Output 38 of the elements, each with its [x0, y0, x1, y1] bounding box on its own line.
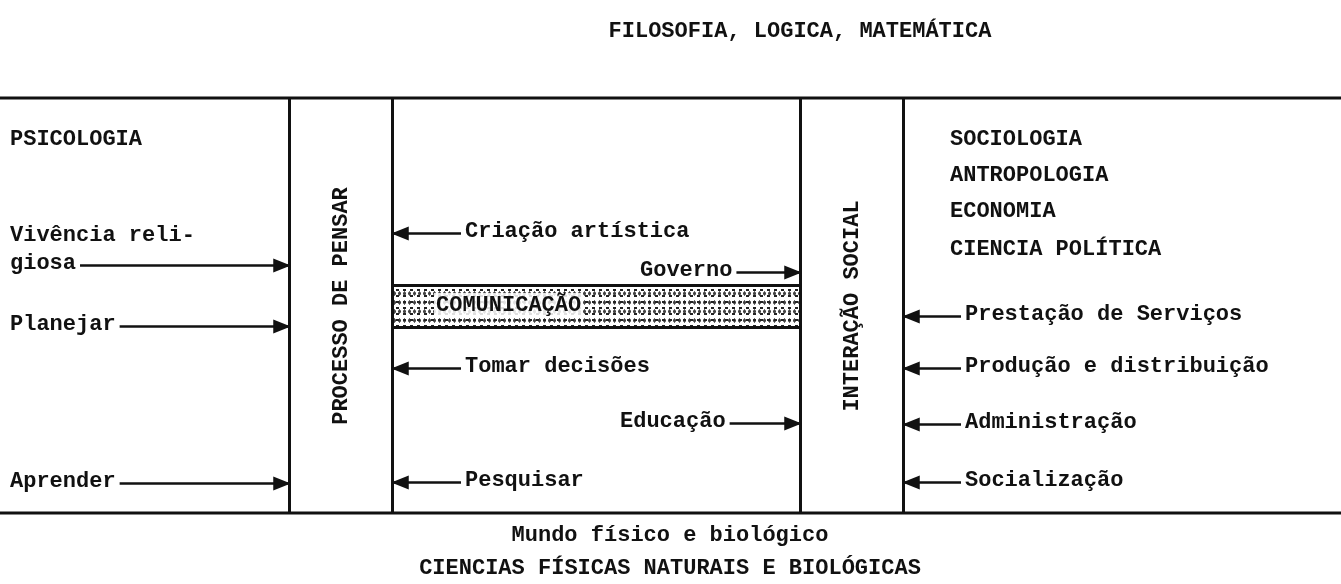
text-label: Prestação de Serviços: [965, 301, 1243, 329]
text-label: PSICOLOGIA: [10, 126, 143, 154]
arrow: [391, 226, 461, 241]
arrow: [119, 476, 291, 491]
arrow: [391, 361, 461, 376]
band-label: PROCESSO DE PENSAR: [328, 186, 354, 425]
text-label: Educação: [620, 408, 726, 436]
text-label: Vivência reli- giosa: [10, 222, 230, 278]
band-label: COMUNICAÇÃO: [434, 293, 584, 318]
text-label: Tomar decisões: [465, 353, 650, 381]
arrow: [902, 309, 961, 324]
text-label: Mundo físico e biológico: [510, 522, 830, 550]
arrow: [119, 319, 291, 334]
text-label: SOCIOLOGIA: [950, 126, 1083, 154]
text-label: Planejar: [10, 311, 116, 339]
text-label: ECONOMIA: [950, 198, 1056, 226]
arrow: [391, 475, 461, 490]
textured-band: [394, 284, 799, 329]
text-label: Administração: [965, 409, 1137, 437]
text-label: Produção e distribuição: [965, 353, 1269, 381]
arrow: [736, 265, 802, 280]
band-label: INTERAÇÃO SOCIAL: [839, 199, 865, 412]
text-label: FILOSOFIA, LOGICA, MATEMÁTICA: [607, 18, 993, 46]
arrow: [902, 417, 961, 432]
text-label: CIENCIA POLÍTICA: [950, 236, 1162, 264]
text-label: Governo: [640, 257, 733, 285]
arrow: [80, 258, 291, 273]
arrow: [902, 361, 961, 376]
vertical-band: [288, 98, 394, 513]
text-label: ANTROPOLOGIA: [950, 162, 1109, 190]
text-label: Criação artística: [465, 218, 690, 246]
arrow: [729, 416, 802, 431]
text-label: CIENCIAS FÍSICAS NATURAIS E BIOLÓGICAS: [418, 555, 922, 583]
text-label: Pesquisar: [465, 467, 584, 495]
text-label: Aprender: [10, 468, 116, 496]
arrow: [902, 475, 961, 490]
vertical-band: [799, 98, 905, 513]
text-label: Socialização: [965, 467, 1124, 495]
